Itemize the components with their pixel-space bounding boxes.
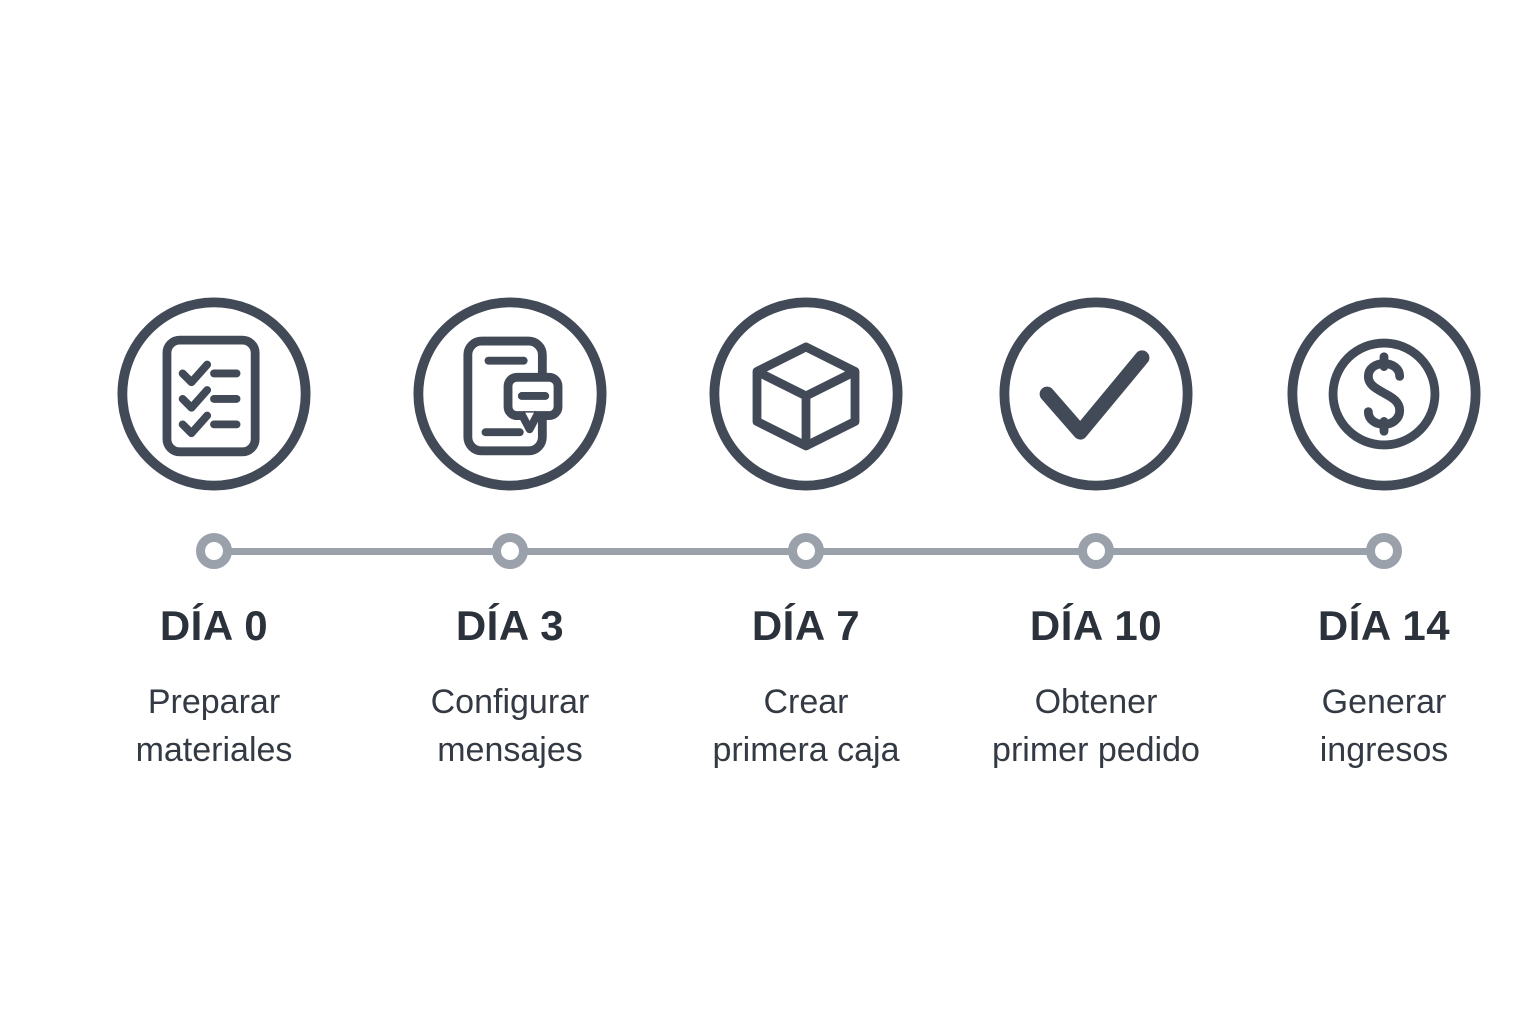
day-label: DÍA 14 <box>1317 602 1451 649</box>
task-line: primer pedido <box>992 731 1200 769</box>
milestone-icon-wrap <box>1286 296 1482 492</box>
task-label: Generar ingresos <box>1224 678 1536 774</box>
task-line: materiales <box>135 731 293 769</box>
task-line: primera caja <box>712 731 900 769</box>
task-label: Obtener primer pedido <box>936 678 1256 774</box>
task-label: Preparar materiales <box>54 678 374 774</box>
task-line: Configurar <box>430 683 590 721</box>
timeline-node <box>196 533 232 569</box>
day-label: DÍA 10 <box>1029 602 1163 649</box>
timeline-node <box>492 533 528 569</box>
task-label: Configurar mensajes <box>350 678 670 774</box>
checkmark-icon <box>999 297 1193 491</box>
day-label: DÍA 7 <box>751 602 861 649</box>
timeline-node <box>1078 533 1114 569</box>
dollar-coin-icon <box>1287 297 1481 491</box>
task-line: mensajes <box>437 731 583 769</box>
checklist-icon <box>117 297 311 491</box>
day-label: DÍA 0 <box>159 602 269 649</box>
milestone-icon-wrap <box>708 296 904 492</box>
task-line: Generar <box>1321 683 1447 721</box>
day-label: DÍA 3 <box>455 602 565 649</box>
task-line: Preparar <box>147 683 281 721</box>
timeline-node <box>788 533 824 569</box>
task-label: Crear primera caja <box>646 678 966 774</box>
timeline-node <box>1366 533 1402 569</box>
milestone-icon-wrap <box>998 296 1194 492</box>
phone-chat-icon <box>413 297 607 491</box>
milestone-icon-wrap <box>116 296 312 492</box>
milestone-icon-wrap <box>412 296 608 492</box>
package-box-icon <box>709 297 903 491</box>
task-line: Crear <box>763 683 849 721</box>
task-line: ingresos <box>1319 731 1449 769</box>
task-line: Obtener <box>1034 683 1158 721</box>
